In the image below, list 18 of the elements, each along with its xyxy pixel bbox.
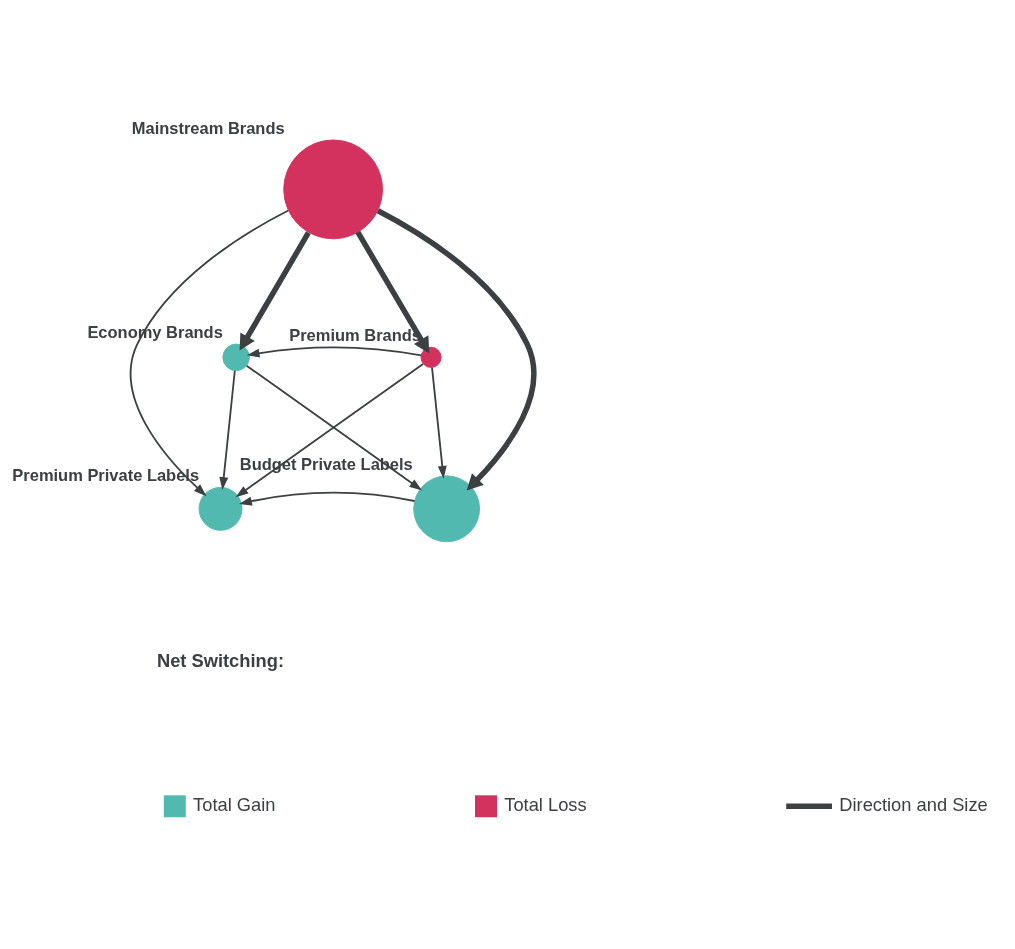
node-circle bbox=[420, 346, 442, 368]
node-label: Mainstream Brands bbox=[131, 118, 285, 137]
legend-label: Total Loss bbox=[504, 793, 587, 815]
arrow bbox=[129, 209, 290, 497]
legend-label: Total Gain bbox=[193, 793, 276, 815]
node-circle bbox=[413, 475, 481, 543]
node-circle bbox=[198, 486, 243, 531]
legend-label: Direction and Size bbox=[839, 793, 988, 815]
arrow bbox=[239, 491, 416, 506]
arrow bbox=[376, 208, 537, 491]
node-circle bbox=[283, 139, 383, 240]
label: Net Switching: bbox=[156, 650, 285, 672]
arrow bbox=[239, 231, 311, 351]
arrow bbox=[219, 369, 236, 491]
arrow bbox=[355, 230, 430, 354]
arrow bbox=[246, 346, 423, 358]
arrow bbox=[431, 366, 447, 479]
node-circle bbox=[222, 343, 250, 372]
